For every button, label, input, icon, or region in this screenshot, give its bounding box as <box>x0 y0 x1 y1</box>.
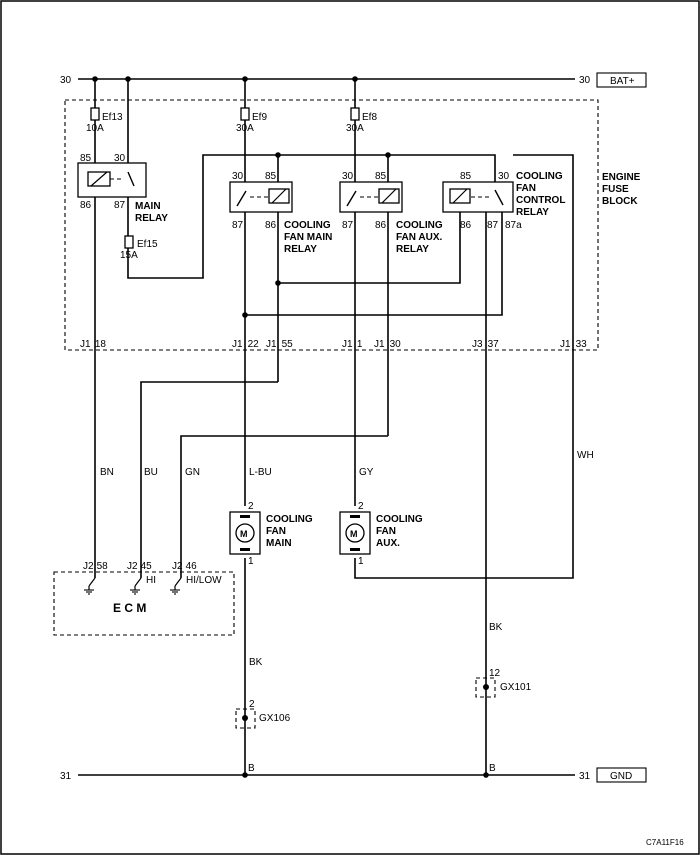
figure-code: C7A11F16 <box>646 838 684 847</box>
bat-rail-left-label: 30 <box>60 75 72 86</box>
fuse-ef15-name: Ef15 <box>137 239 158 250</box>
wire-label-bu: BU <box>144 467 158 478</box>
gnd-label-box <box>596 767 647 783</box>
fuse-ef8-name: Ef8 <box>362 112 377 123</box>
wire-label-bk-main: BK <box>249 657 263 668</box>
cfm-relay-pin-87: 87 <box>232 220 244 231</box>
motor-main-pin-top: 2 <box>248 501 254 512</box>
motor-main-symbol: M <box>240 529 248 539</box>
wire-label-gy: GY <box>359 467 374 478</box>
fuse-ef13-name: Ef13 <box>102 112 123 123</box>
gx101-pin: 12 <box>489 668 501 679</box>
bat-label: BAT+ <box>610 76 635 87</box>
gnd-rail-left-label: 31 <box>60 771 72 782</box>
bat-rail: 30 30 BAT+ <box>60 72 647 88</box>
main-relay-pin-30: 30 <box>114 153 126 164</box>
gnd-rail-right-label: 31 <box>579 771 591 782</box>
gnd-rail: 31 31 B B GND <box>60 763 647 783</box>
motor-main-pin-bottom: 1 <box>248 556 254 567</box>
gx101-name: GX101 <box>500 682 532 693</box>
motor-aux-symbol: M <box>350 529 358 539</box>
fuse-ef13: Ef13 10A <box>86 79 123 134</box>
ecm-pin-46-label: HI/LOW <box>186 575 222 586</box>
cfm-relay-pin-86: 86 <box>265 220 277 231</box>
wire-label-l-bu: L-BU <box>249 467 272 478</box>
motor-aux-pin-bottom: 1 <box>358 556 364 567</box>
fuse-ef9-name: Ef9 <box>252 112 267 123</box>
wire-label-gn: GN <box>185 467 200 478</box>
bat-label-box <box>596 72 647 88</box>
main-relay-pin-87: 87 <box>114 200 126 211</box>
cfm-relay-pin-85: 85 <box>265 171 277 182</box>
fuse-ef15: Ef15 15A <box>120 235 158 261</box>
motor-aux-pin-top: 2 <box>358 501 364 512</box>
ecm-pin-45-label: HI <box>146 575 156 586</box>
cfa-relay-pin-86: 86 <box>375 220 387 231</box>
external-wiring <box>140 381 388 775</box>
fuse-block-wiring <box>94 79 574 775</box>
ecm-title: E C M <box>113 601 146 615</box>
wire-label-bn: BN <box>100 467 114 478</box>
fuse-ef9: Ef9 30A <box>236 79 267 134</box>
gnd-label: GND <box>610 771 632 782</box>
bat-rail-right-label: 30 <box>579 75 591 86</box>
ground-gx106: 2 GX106 <box>235 699 291 729</box>
gx101-bus-label: B <box>489 763 496 774</box>
gx106-pin: 2 <box>249 699 255 710</box>
cfc-relay-pin-30: 30 <box>498 171 510 182</box>
cfa-relay-pin-30: 30 <box>342 171 354 182</box>
cfm-relay-pin-30: 30 <box>232 171 244 182</box>
ground-gx101: 12 GX101 <box>475 668 532 698</box>
gx106-name: GX106 <box>259 713 291 724</box>
cfc-relay-pin-85: 85 <box>460 171 472 182</box>
fuse-ef8: Ef8 30A <box>346 79 377 134</box>
main-relay-pin-85: 85 <box>80 153 92 164</box>
fuse-ef15-rating: 15A <box>120 250 138 261</box>
cfa-relay-pin-87: 87 <box>342 220 354 231</box>
cfc-relay-pin-87a: 87a <box>505 220 522 231</box>
wire-label-bk-gx101: BK <box>489 622 503 633</box>
cfa-relay-pin-85: 85 <box>375 171 387 182</box>
cfc-relay-pin-86: 86 <box>460 220 472 231</box>
wire-label-wh: WH <box>577 450 594 461</box>
gx106-bus-label: B <box>248 763 255 774</box>
main-relay-pin-86: 86 <box>80 200 92 211</box>
engine-fuse-block-outline <box>64 99 599 351</box>
cfc-relay-pin-87: 87 <box>487 220 499 231</box>
